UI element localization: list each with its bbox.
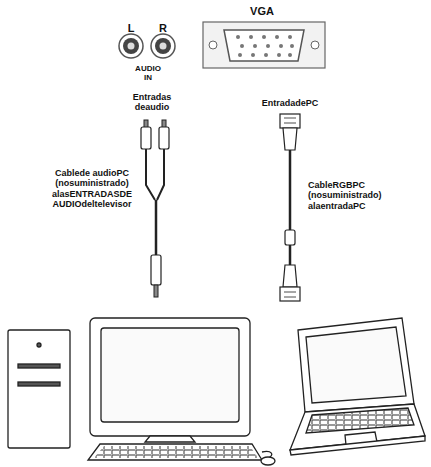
audio-cable	[141, 120, 169, 297]
desktop-computer	[8, 318, 275, 465]
channel-label: L	[128, 22, 135, 35]
vga-port	[203, 22, 325, 68]
input-label: Entradas deaudio	[133, 92, 172, 113]
laptop	[290, 318, 425, 455]
input-label: EntradadePC	[262, 98, 319, 108]
channel-label: R	[159, 22, 167, 35]
cable-note: Cablede audioPC (nosuministrado) alasENT…	[52, 168, 132, 209]
port-label: VGA	[250, 5, 274, 18]
vga-cable	[280, 114, 300, 301]
audio-jacks	[119, 34, 175, 58]
port-label: AUDIO IN	[135, 64, 161, 82]
cable-note: CableRGBPC (nosuministrado) alaentradaPC	[308, 180, 382, 211]
